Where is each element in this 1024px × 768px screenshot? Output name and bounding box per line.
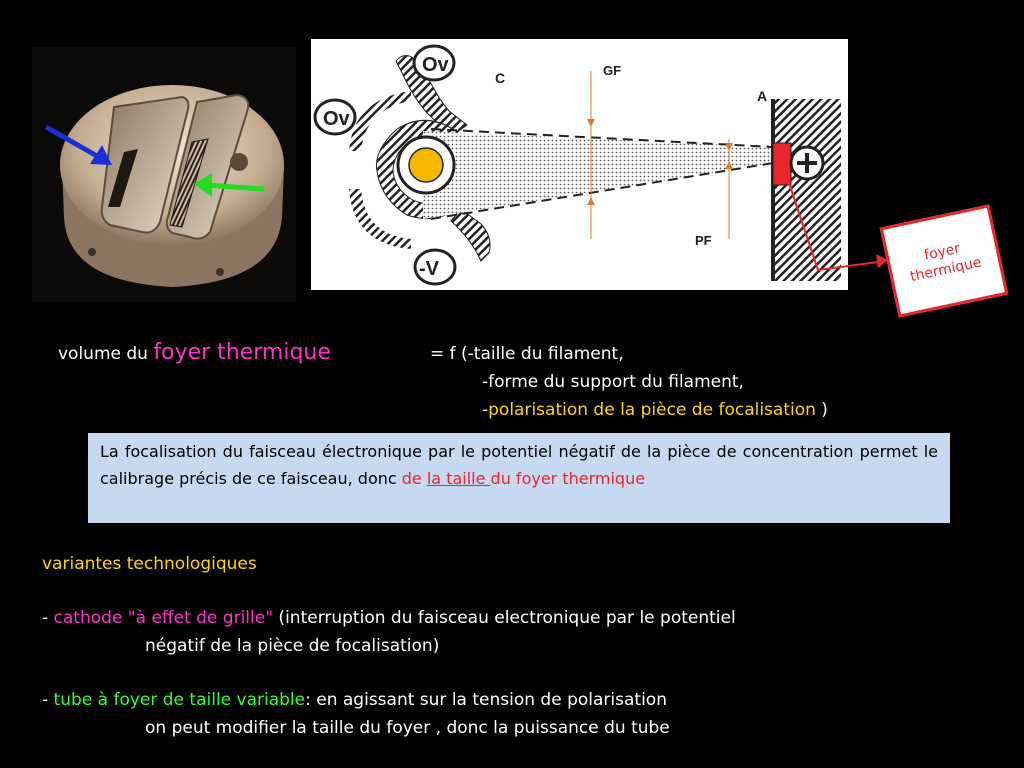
info-box: La focalisation du faisceau électronique… xyxy=(88,433,950,523)
variant-item1-cont: négatif de la pièce de focalisation) xyxy=(145,636,440,656)
blue-arrow-icon xyxy=(44,124,112,165)
formula-line3-highlight: polarisation de la pièce de focalisation xyxy=(488,400,816,420)
focusing-cup-photo xyxy=(32,47,296,302)
label-a: A xyxy=(757,88,767,104)
label-gf: GF xyxy=(603,63,621,78)
variants-title: variantes technologiques xyxy=(42,554,257,574)
focusing-diagram: Ov Ov -V C GF PF A xyxy=(311,39,848,290)
variant-item2-highlight: tube à foyer de taille variable xyxy=(53,690,306,710)
neg-v-label: -V xyxy=(413,248,457,286)
info-red2: la taille xyxy=(426,469,491,488)
formula-highlight: foyer thermique xyxy=(153,340,331,365)
formula-line3-dash: - xyxy=(482,400,489,420)
ov-left-label: Ov xyxy=(313,98,357,136)
formula-line3-end: ) xyxy=(815,400,828,420)
formula-line3: -polarisation de la pièce de focalisatio… xyxy=(482,397,828,424)
svg-text:Ov: Ov xyxy=(422,54,450,76)
formula-line2: -forme du support du filament, xyxy=(482,372,744,392)
variant-item2-cont: on peut modifier la taille du foyer , do… xyxy=(145,718,670,738)
ov-top-label: Ov xyxy=(412,44,456,82)
formula-eq: = f (-taille du filament, xyxy=(430,344,624,364)
svg-text:Ov: Ov xyxy=(323,108,351,130)
formula-prefix: volume du xyxy=(58,344,148,364)
foyer-thermique-callout: foyer thermique xyxy=(879,204,1009,318)
variant-item1: - cathode "à effet de grille" (interrupt… xyxy=(42,605,736,632)
label-c: C xyxy=(495,70,505,86)
label-pf: PF xyxy=(695,233,712,248)
info-red1: de xyxy=(401,469,427,488)
formula-line1: volume du foyer thermique xyxy=(58,339,331,368)
variant-item1-dash: - xyxy=(42,608,54,628)
variant-item1-highlight: cathode "à effet de grille" xyxy=(53,608,274,628)
info-red3: du foyer thermique xyxy=(490,469,646,488)
variant-item1-text: (interruption du faisceau electronique p… xyxy=(273,608,736,628)
variant-item2: - tube à foyer de taille variable: en ag… xyxy=(42,687,667,714)
variant-item2-dash: - xyxy=(42,690,54,710)
svg-text:-V: -V xyxy=(419,258,440,280)
info-text: La focalisation du faisceau électronique… xyxy=(100,442,938,488)
green-arrow-icon xyxy=(194,173,265,197)
variant-item2-text: : en agissant sur la tension de polarisa… xyxy=(305,690,667,710)
